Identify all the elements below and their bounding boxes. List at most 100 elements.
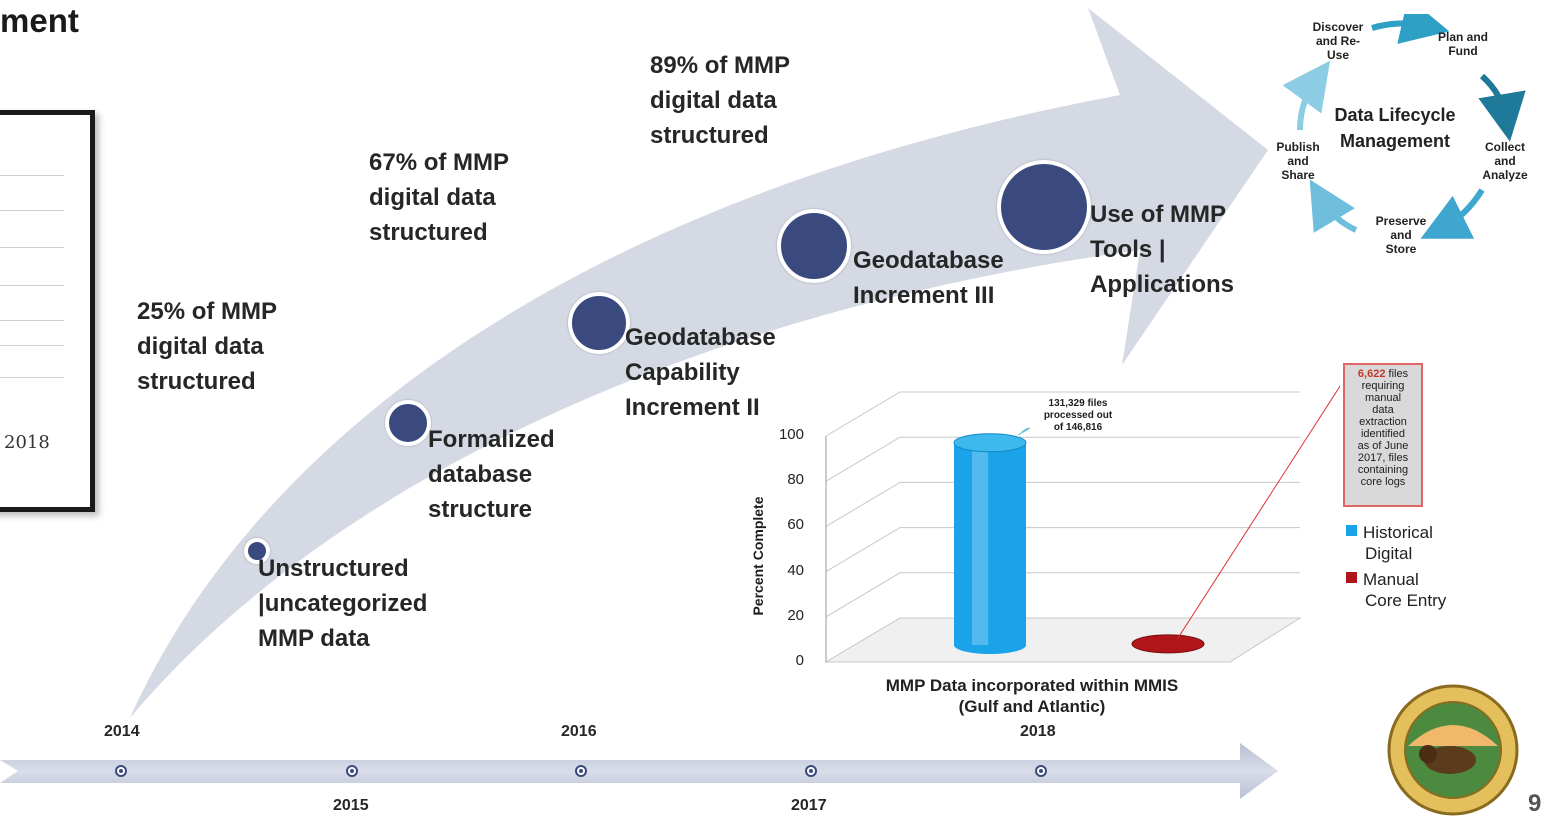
callout-line: of 146,816	[1053, 422, 1103, 433]
red-callout-word: files	[1388, 368, 1409, 380]
lifecycle-title: Data Lifecycle Management	[1325, 102, 1465, 154]
milestone-line: Formalized	[428, 426, 555, 453]
chart-gridline	[825, 527, 1300, 573]
blue-callout-pointer	[1021, 427, 1029, 433]
chart-y-axis-label: Percent Complete	[750, 496, 766, 616]
red-callout-number: 6,622	[1357, 368, 1386, 380]
chart-y-tick-label: 20	[787, 606, 804, 624]
chart-caption: MMP Data incorporated within MMIS (Gulf …	[842, 675, 1222, 717]
percent-complete-chart	[824, 385, 1340, 663]
milestone-2: Formalized database structure	[428, 422, 555, 527]
milestone-line: database	[428, 461, 533, 488]
lifecycle-stage-plan: Plan and Fund	[1428, 30, 1498, 58]
stat-line: structured	[137, 368, 256, 395]
stat-25: 25% of MMP digital data structured	[137, 294, 277, 399]
milestone-line: Use of MMP	[1090, 201, 1227, 228]
callout-line: as of June	[1357, 440, 1409, 452]
stage-line: Store	[1385, 242, 1417, 256]
year-label-2016: 2016	[561, 723, 597, 740]
timeline-band	[0, 743, 1278, 799]
stat-line: 67% of MMP	[369, 149, 510, 176]
chart-bars	[953, 433, 1205, 654]
chart-plot-area	[826, 392, 1300, 662]
callout-line: manual	[1364, 392, 1402, 404]
lifecycle-stage-preserve: Preserve and Store	[1366, 214, 1436, 256]
stage-line: Collect	[1484, 140, 1525, 154]
stat-line: 89% of MMP	[650, 52, 791, 79]
legend-label-cont: Digital	[1365, 544, 1413, 563]
legend-label-cont: Core Entry	[1365, 591, 1447, 610]
legend-label: Historical	[1363, 523, 1433, 542]
stat-line: 25% of MMP	[137, 298, 278, 325]
callout-line: extraction	[1359, 416, 1407, 428]
arrow-preserve-to-publish	[1309, 179, 1358, 233]
blue-callout-line	[1017, 427, 1031, 436]
chart-y-tick-label: 60	[787, 516, 804, 534]
chart-gridline	[825, 572, 1300, 618]
stage-line: and	[1287, 154, 1309, 168]
chart-y-tick-label: 0	[795, 652, 804, 669]
slide-title: ment	[0, 2, 79, 39]
chart-y-axis-label-wrap: Percent Complete	[744, 488, 774, 628]
chart-gridline	[825, 481, 1300, 527]
red-callout-box: 6,622 files requiring manual data extrac…	[1343, 363, 1423, 507]
year-label-2018: 2018	[1020, 723, 1056, 740]
bar-top	[1131, 634, 1205, 654]
bar-highlight	[972, 442, 989, 645]
gridline	[0, 320, 64, 321]
legend-historical-digital: Historical Digital	[1346, 522, 1433, 564]
stage-line: Preserve	[1375, 214, 1427, 228]
stat-line: digital data	[650, 87, 777, 114]
gridline	[0, 345, 64, 346]
lifecycle-title-line: Data Lifecycle	[1334, 105, 1456, 125]
chart-floor	[824, 617, 1302, 663]
red-callout-line	[1177, 385, 1340, 639]
arrow-collect-to-preserve	[1420, 188, 1485, 239]
arrow-publish-to-discover	[1282, 60, 1331, 131]
lifecycle-stage-discover: Discover and Re- Use	[1300, 20, 1376, 62]
stage-line: Fund	[1448, 44, 1478, 58]
arrow-discover-to-plan	[1371, 14, 1450, 44]
caption-line: MMP Data incorporated within MMIS	[885, 676, 1179, 695]
chart-bar-manual-core-entry	[1131, 634, 1205, 654]
milestone-line: MMP data	[258, 625, 370, 652]
stage-line: Use	[1326, 48, 1349, 62]
chart-gridline	[825, 436, 1300, 482]
seal-bison-icon	[1424, 746, 1476, 774]
stat-89: 89% of MMP digital data structured	[650, 48, 790, 153]
year-label-2014: 2014	[104, 723, 140, 740]
timeline-dot-center	[809, 769, 813, 773]
callout-line: 2017, files	[1357, 452, 1409, 464]
stat-67: 67% of MMP digital data structured	[369, 145, 509, 250]
callout-line: containing	[1357, 464, 1409, 476]
year-label-2015: 2015	[333, 797, 369, 814]
stat-line: structured	[650, 122, 769, 149]
arrow-plan-to-collect	[1478, 73, 1526, 142]
callout-line: data	[1372, 404, 1394, 416]
lifecycle-title-line: Management	[1339, 131, 1451, 151]
milestone-dot-3	[568, 292, 630, 354]
gridline	[0, 285, 64, 286]
callout-line: requiring	[1361, 380, 1405, 392]
stage-line: Discover	[1312, 20, 1364, 34]
page-number: 9	[1528, 790, 1541, 817]
legend-swatch-blue	[1346, 525, 1357, 536]
stage-line: Publish	[1276, 140, 1320, 154]
milestone-5: Use of MMP Tools | Applications	[1090, 197, 1234, 302]
stat-line: digital data	[369, 184, 496, 211]
legend-swatch-red	[1346, 572, 1357, 583]
partial-chart-card: 2018	[0, 110, 95, 512]
arrow-shape	[130, 8, 1268, 718]
stage-line: Analyze	[1482, 168, 1528, 182]
stage-line: Share	[1281, 168, 1315, 182]
seal-bison-head	[1419, 745, 1437, 763]
gridline	[0, 175, 64, 176]
year-label-2017: 2017	[791, 797, 827, 814]
milestone-4: Geodatabase Increment III	[853, 243, 1004, 313]
bar-body	[954, 442, 1026, 654]
callout-line: 131,329 files	[1048, 398, 1108, 409]
doi-seal-logo	[1387, 684, 1519, 816]
lifecycle-stage-collect: Collect and Analyze	[1470, 140, 1540, 182]
chart-y-tick-label: 80	[787, 471, 804, 489]
milestone-line: Tools |	[1090, 236, 1166, 263]
